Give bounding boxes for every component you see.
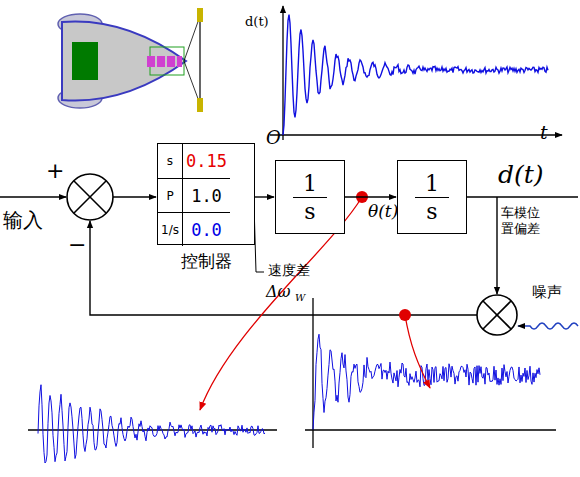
axis-label: d(t) <box>245 14 269 29</box>
parameter-value: 0.15 <box>183 144 230 178</box>
output-name: 车模位置偏差 <box>501 205 541 238</box>
origin-label: O <box>266 127 281 148</box>
summing-junction <box>67 174 113 220</box>
curve-path <box>38 385 265 463</box>
summing-junction <box>477 295 517 335</box>
speed-difference-curve <box>38 385 265 463</box>
parameter-row: 1/s0.0 <box>158 212 230 246</box>
block-caption: 控制器 <box>138 250 274 273</box>
curve-path <box>283 14 548 135</box>
denominator: s <box>293 197 327 225</box>
edge-label: θ(t) <box>368 201 398 221</box>
subscript: W <box>295 292 305 303</box>
output-symbol: d(t) <box>498 160 544 189</box>
parameter-name: P <box>158 179 183 212</box>
numerator: 1 <box>415 170 449 197</box>
axis-label: t <box>540 121 548 143</box>
signal-symbol: Δω <box>266 282 291 301</box>
parameter-row: s0.15 <box>158 144 230 178</box>
parameter-value: 0.0 <box>183 213 230 246</box>
car-model <box>58 8 203 112</box>
noise-label: 噪声 <box>532 283 562 302</box>
signal-name: 速度差 <box>268 262 310 280</box>
bottom-right-axes <box>305 298 556 448</box>
transfer-block: 1s <box>397 160 467 234</box>
parameter-value: 1.0 <box>183 179 230 212</box>
parameter-row: P1.0 <box>158 178 230 212</box>
signal-arrow <box>255 196 274 197</box>
minus-sign: − <box>68 232 86 257</box>
numerator: 1 <box>293 170 327 197</box>
response-curve <box>283 14 548 135</box>
parameter-name: 1/s <box>158 213 183 246</box>
input-label: 输入 <box>3 207 43 234</box>
plus-sign: + <box>46 158 64 183</box>
transfer-block: 1s <box>275 160 345 234</box>
denominator: s <box>415 197 449 225</box>
controller-box: 控制器s0.15P1.01/s0.0 <box>157 143 255 245</box>
parameter-name: s <box>158 144 183 178</box>
top-plot-axes <box>270 6 562 140</box>
signal-arrow <box>345 196 396 197</box>
